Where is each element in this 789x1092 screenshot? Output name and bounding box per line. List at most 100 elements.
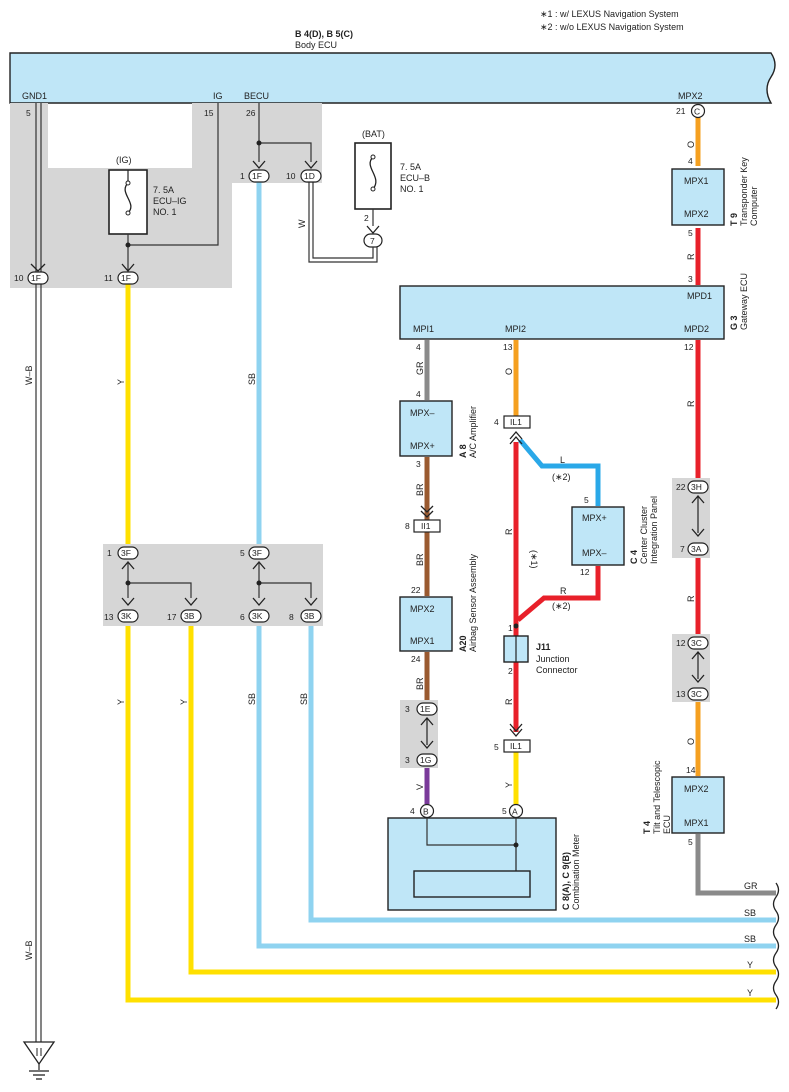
- pin-junction-top: 1: [508, 623, 513, 633]
- wire-y-3k: [125, 622, 776, 1003]
- wire-gr-out: [695, 834, 776, 896]
- becu-splice-dot: [256, 140, 262, 146]
- arrow-3b-a: [184, 597, 198, 606]
- pin-transponder-in: 4: [688, 156, 693, 166]
- center-cluster-bottom: MPX–: [582, 548, 607, 558]
- becu-split: [258, 103, 312, 162]
- label-wb-top: W–B: [24, 365, 34, 385]
- pin-3b-b: 8: [289, 612, 294, 622]
- conn-1f-left-label: 1F: [31, 273, 41, 283]
- transponder-code: T 9: [729, 213, 739, 226]
- body-ecu-name: Body ECU: [295, 40, 337, 50]
- pin-gnd1: 5: [26, 108, 31, 118]
- conn-3k-a: [117, 609, 139, 623]
- pin-3c-top: 12: [676, 638, 686, 648]
- center-cluster-top: MPX+: [582, 513, 607, 523]
- label-y-left: Y: [116, 699, 126, 705]
- conn-3c-top-label: 3C: [691, 638, 702, 648]
- w-wire-b: [312, 182, 374, 259]
- transponder-top: MPX1: [684, 176, 709, 186]
- label-r-cluster: R: [560, 586, 567, 596]
- conn-3b-b: [300, 609, 322, 623]
- pin-airbag-out: 24: [411, 654, 421, 664]
- arrow-3b-b: [304, 597, 318, 606]
- pin-3f-b: 5: [240, 548, 245, 558]
- conn-il1-bot-label: IL1: [510, 741, 522, 751]
- pin-3a: 7: [680, 544, 685, 554]
- conn-il1-top: [503, 415, 531, 429]
- pin-mpi1: 4: [416, 342, 421, 352]
- label-sb-out1: SB: [744, 908, 756, 918]
- pin-ac-in: 4: [416, 389, 421, 399]
- conn-3a-label: 3A: [691, 544, 702, 554]
- fuse-ig-dot-top: [125, 180, 131, 186]
- conn-3k-a-label: 3K: [121, 611, 132, 621]
- pin-airbag-in: 22: [411, 585, 421, 595]
- fuse-ig-rating: 7. 5A: [153, 185, 174, 195]
- ig-wire: [128, 103, 219, 246]
- tilt-name2: ECU: [662, 815, 672, 834]
- pin-3k-b: 6: [240, 612, 245, 622]
- body-ecu-mpx2: MPX2: [678, 91, 703, 101]
- label-y-second: Y: [179, 699, 189, 705]
- pin-3h: 22: [676, 482, 686, 492]
- label-r-main: R: [504, 528, 514, 535]
- meter-name: Combination Meter: [571, 834, 581, 910]
- meter-code: C 8(A), C 9(B): [561, 852, 571, 910]
- conn-meter-a-label: A: [512, 807, 518, 817]
- label-r-transponder: R: [686, 253, 696, 260]
- arrow-1d: [304, 160, 318, 169]
- fuse-bat-box: [354, 142, 392, 210]
- label-o-tilt: O: [686, 738, 696, 745]
- conn-1f-mid: [117, 271, 139, 285]
- arrow-3c-bot: [691, 674, 705, 683]
- label-note1-r: (∗1): [529, 550, 539, 569]
- fuse-bat-rating: 7. 5A: [400, 162, 421, 172]
- pin-1g: 3: [405, 755, 410, 765]
- gateway-mpi2: MPI2: [505, 324, 526, 334]
- tilt-code: T 4: [642, 821, 652, 834]
- conn-3f-a: [117, 546, 139, 560]
- label-wb-bottom: W–B: [24, 940, 34, 960]
- fuse-ig-element: [124, 182, 132, 214]
- splice-3f-a-branch: [128, 582, 192, 598]
- pin-tilt-in: 14: [686, 765, 696, 775]
- pin-transponder-out: 5: [688, 228, 693, 238]
- gateway-mpd2: MPD2: [684, 324, 709, 334]
- label-sb-out2: SB: [744, 934, 756, 944]
- fuse-ig-line1: ECU–IG: [153, 196, 187, 206]
- center-cluster-name1: Center Cluster: [639, 506, 649, 564]
- pin-ig: 15: [204, 108, 214, 118]
- splice-3f-b-dot: [256, 580, 262, 586]
- conn-3h-label: 3H: [691, 482, 702, 492]
- note-1: ∗1 : w/ LEXUS Navigation System: [540, 9, 679, 19]
- conn-mpx2-c-label: C: [694, 107, 700, 117]
- arrow-il1-top: [509, 431, 523, 445]
- pin-meter-b: 4: [410, 806, 415, 816]
- pin-3c-bot: 13: [676, 689, 686, 699]
- conn-3h: [687, 480, 709, 494]
- body-ecu-ig: IG: [213, 91, 223, 101]
- wire-sb-3b: [308, 622, 776, 923]
- conn-ii1-label: II1: [421, 521, 431, 531]
- label-o-transponder: O: [686, 141, 696, 148]
- pin-cluster-in: 5: [584, 495, 589, 505]
- gateway-name: Gateway ECU: [739, 273, 749, 330]
- gateway-box: [399, 285, 725, 340]
- pin-mpd2: 12: [684, 342, 694, 352]
- conn-3b-a-label: 3B: [184, 611, 195, 621]
- pin-3b-a: 17: [167, 612, 177, 622]
- body-ecu-code: B 4(D), B 5(C): [295, 29, 353, 39]
- wire-sb-3k: [256, 622, 776, 949]
- center-cluster-name2: Integration Panel: [649, 496, 659, 564]
- arrow-3k-b: [252, 597, 266, 606]
- pin-3f-a: 1: [107, 548, 112, 558]
- conn-ii1: [413, 519, 441, 533]
- conn-3c-bot-label: 3C: [691, 689, 702, 699]
- center-cluster-box: [571, 506, 625, 566]
- conn-bat-7-label: 7: [370, 236, 375, 246]
- conn-1f-left: [27, 271, 49, 285]
- conn-1e: [416, 702, 438, 716]
- splice-3f-region: [103, 544, 323, 626]
- pin-1f-left: 10: [14, 273, 24, 283]
